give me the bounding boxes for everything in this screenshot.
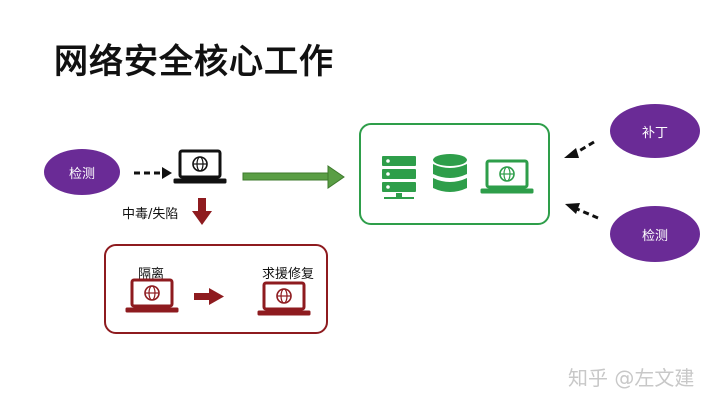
rescue-label: 求援修复 bbox=[262, 267, 315, 282]
infected-label: 中毒/失陷 bbox=[122, 207, 179, 222]
laptop-icon bbox=[479, 159, 535, 195]
dashed-arrow-patch-to-box bbox=[564, 140, 595, 158]
detect-ellipse-left: 检测 bbox=[44, 149, 120, 195]
page-title: 网络安全核心工作 bbox=[54, 42, 334, 82]
dashed-arrow-detect-to-laptop bbox=[134, 167, 172, 179]
server-icon bbox=[382, 156, 416, 199]
protected-assets-box bbox=[359, 123, 550, 225]
watermark: 知乎 @左文建 bbox=[568, 366, 695, 390]
detect-ellipse-right: 检测 bbox=[610, 206, 700, 262]
laptop-icon bbox=[124, 278, 180, 314]
laptop-icon bbox=[256, 281, 312, 317]
dashed-arrow-detect-to-box bbox=[565, 203, 599, 220]
green-arrow bbox=[242, 165, 345, 189]
detect-label-left: 检测 bbox=[68, 166, 95, 182]
patch-label: 补丁 bbox=[641, 125, 668, 141]
laptop-icon bbox=[172, 149, 228, 185]
red-down-arrow bbox=[192, 198, 212, 225]
patch-ellipse: 补丁 bbox=[610, 104, 700, 158]
response-box bbox=[104, 244, 328, 334]
detect-label-right: 检测 bbox=[641, 228, 668, 244]
isolate-label: 隔离 bbox=[138, 267, 165, 282]
database-icon bbox=[433, 154, 467, 192]
red-right-arrow bbox=[194, 288, 224, 305]
